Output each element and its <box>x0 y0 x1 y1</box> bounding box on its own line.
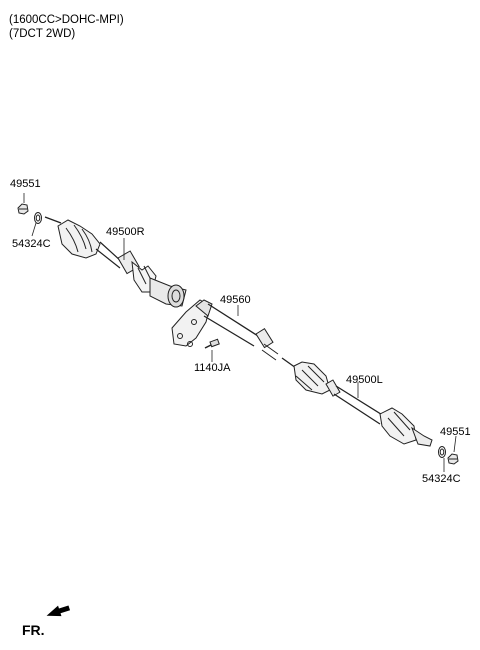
part-label-shaft-right: 49500R <box>106 226 145 238</box>
driveshaft-left <box>281 357 433 447</box>
part-label-washer-bottom: 54324C <box>422 473 461 485</box>
part-label-washer-top: 54324C <box>12 238 51 250</box>
washer-bottom <box>438 446 446 458</box>
part-label-shaft-left: 49500L <box>346 374 383 386</box>
hex-nut-bottom <box>447 453 459 465</box>
engine-spec: (1600CC>DOHC-MPI) <box>9 14 124 26</box>
intermediate-shaft <box>203 303 279 361</box>
bolt <box>204 338 220 349</box>
part-label-nut-bottom: 49551 <box>440 426 471 438</box>
hex-nut-top <box>17 203 29 215</box>
part-label-nut-top: 49551 <box>10 178 41 190</box>
leader-lines <box>23 193 457 472</box>
transmission-spec: (7DCT 2WD) <box>9 28 76 40</box>
driveshaft-right <box>44 216 187 308</box>
part-label-bolt: 1140JA <box>194 362 231 374</box>
part-label-bracket: 49560 <box>220 294 251 306</box>
front-arrow-icon <box>46 605 71 617</box>
washer-top <box>34 212 42 224</box>
front-direction-label: FR. <box>22 622 45 638</box>
